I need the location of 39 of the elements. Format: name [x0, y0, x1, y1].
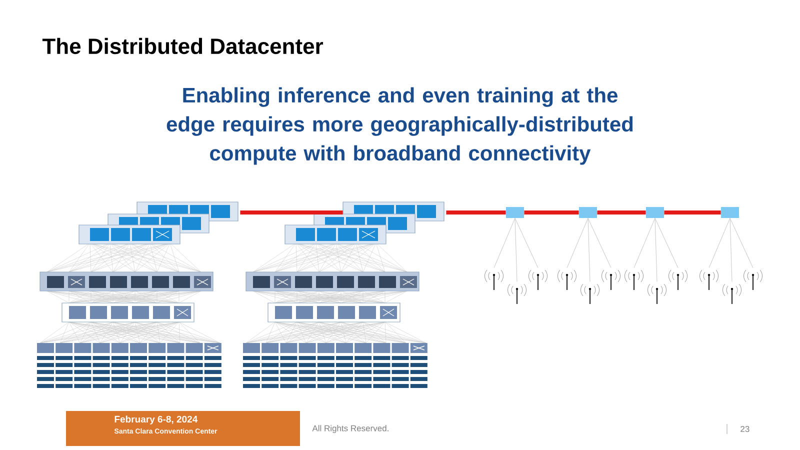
link-line [654, 218, 658, 282]
network-link [240, 210, 343, 214]
antenna-icon [722, 284, 742, 304]
link-line [730, 218, 732, 282]
slide-title: The Distributed Datacenter [42, 38, 324, 54]
link-line [566, 218, 588, 268]
subtitle: Enabling inference and even training at the edge requires more geographically-distributed compute with broadband connectivity [166, 87, 633, 165]
network-link [664, 210, 721, 214]
footer-text: All Rights Reserved. [312, 425, 388, 433]
antenna-icon [528, 270, 548, 290]
network-link [524, 210, 579, 214]
antenna-icon [558, 270, 577, 290]
datacenter-drawing [37, 202, 238, 388]
link-line [514, 218, 538, 268]
link-line [654, 218, 678, 268]
antenna-icon [484, 270, 504, 290]
network-node-box [506, 207, 524, 218]
antenna-icon [744, 270, 763, 290]
network-node-box [721, 207, 739, 218]
antenna-icon [580, 284, 600, 304]
network-link [597, 210, 646, 214]
antenna-icon [668, 270, 688, 290]
link-line [708, 218, 730, 268]
datacenter-drawing [243, 202, 444, 388]
link-line [634, 218, 656, 268]
link-line [588, 218, 612, 268]
antenna-icon [700, 270, 719, 290]
network-link [446, 210, 506, 214]
network-node-box [646, 207, 664, 218]
antenna-icon [602, 270, 621, 290]
link-line [494, 218, 516, 268]
network-node-box [579, 207, 597, 218]
link-line [588, 218, 590, 282]
antenna-icon [508, 284, 527, 304]
link-line [514, 218, 518, 282]
page-number: 23 [740, 426, 750, 432]
link-line [730, 218, 754, 268]
antenna-icon [624, 270, 644, 290]
antenna-icon [648, 284, 667, 304]
